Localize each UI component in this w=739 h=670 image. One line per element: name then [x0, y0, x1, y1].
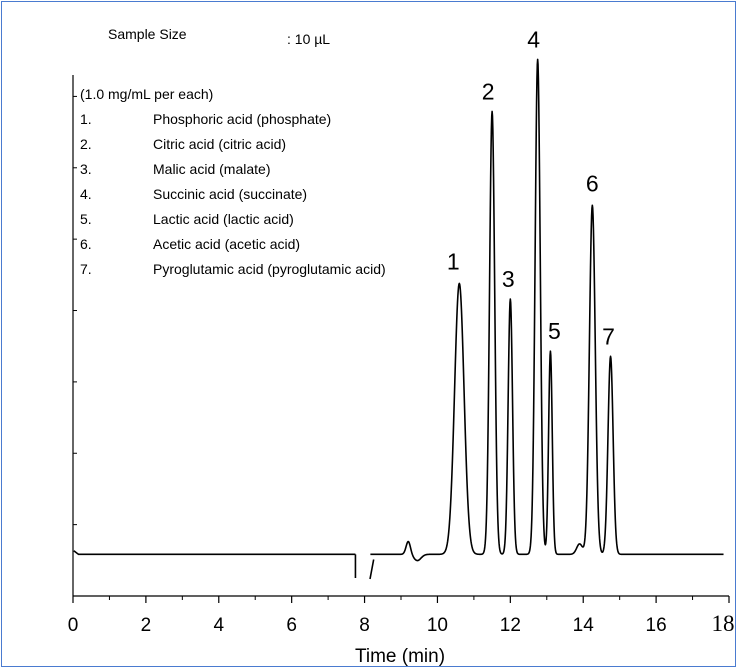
peak-label: 4	[527, 26, 540, 52]
legend-text: Malic acid (malate)	[153, 161, 270, 177]
legend-num: 2.	[80, 136, 92, 152]
legend-num: 1.	[80, 111, 92, 127]
x-tick-label: 8	[359, 615, 370, 636]
peak-label: 3	[502, 266, 515, 292]
legend-text: Succinic acid (succinate)	[153, 186, 307, 202]
peak-label: 1	[447, 248, 460, 274]
x-axis-title: Time (min)	[355, 646, 445, 667]
peak-label: 5	[548, 318, 561, 344]
peak-label: 6	[586, 170, 599, 196]
legend: (1.0 mg/mL per each) 1. Phosphoric acid …	[80, 86, 386, 277]
legend-num: 3.	[80, 161, 92, 177]
x-tick-label: 2	[141, 615, 152, 636]
x-tick-label: 16	[646, 615, 667, 636]
x-tick-label: 18	[712, 611, 735, 636]
peak-label: 2	[482, 78, 495, 104]
legend-text: Lactic acid (lactic acid)	[153, 211, 294, 227]
peak-label: 7	[602, 323, 615, 349]
y-axis-ticks	[73, 95, 77, 597]
x-tick-label: 6	[286, 615, 297, 636]
peak-labels: 1 2 3 4 5 6 7	[447, 26, 615, 349]
sample-size-value: : 10 µL	[287, 31, 330, 47]
legend-num: 5.	[80, 211, 92, 227]
legend-num: 6.	[80, 236, 92, 252]
x-tick-label: 10	[427, 615, 448, 636]
legend-num: 4.	[80, 186, 92, 202]
legend-text: Pyroglutamic acid (pyroglutamic acid)	[153, 261, 386, 277]
chromatogram-trace	[73, 58, 724, 580]
legend-text: Phosphoric acid (phosphate)	[153, 111, 331, 127]
legend-text: Acetic acid (acetic acid)	[153, 236, 300, 252]
x-tick-label: 14	[573, 615, 595, 636]
legend-text: Citric acid (citric acid)	[153, 136, 286, 152]
x-tick-label: 12	[500, 615, 521, 636]
x-tick-label: 0	[68, 615, 79, 636]
sample-size-label: Sample Size	[108, 26, 187, 42]
x-tick-label: 4	[213, 615, 224, 636]
legend-num: 7.	[80, 261, 92, 277]
x-axis-ticks: 0 2 4 6 8 10 12 14 16 18	[68, 596, 735, 636]
legend-heading: (1.0 mg/mL per each)	[80, 86, 213, 102]
